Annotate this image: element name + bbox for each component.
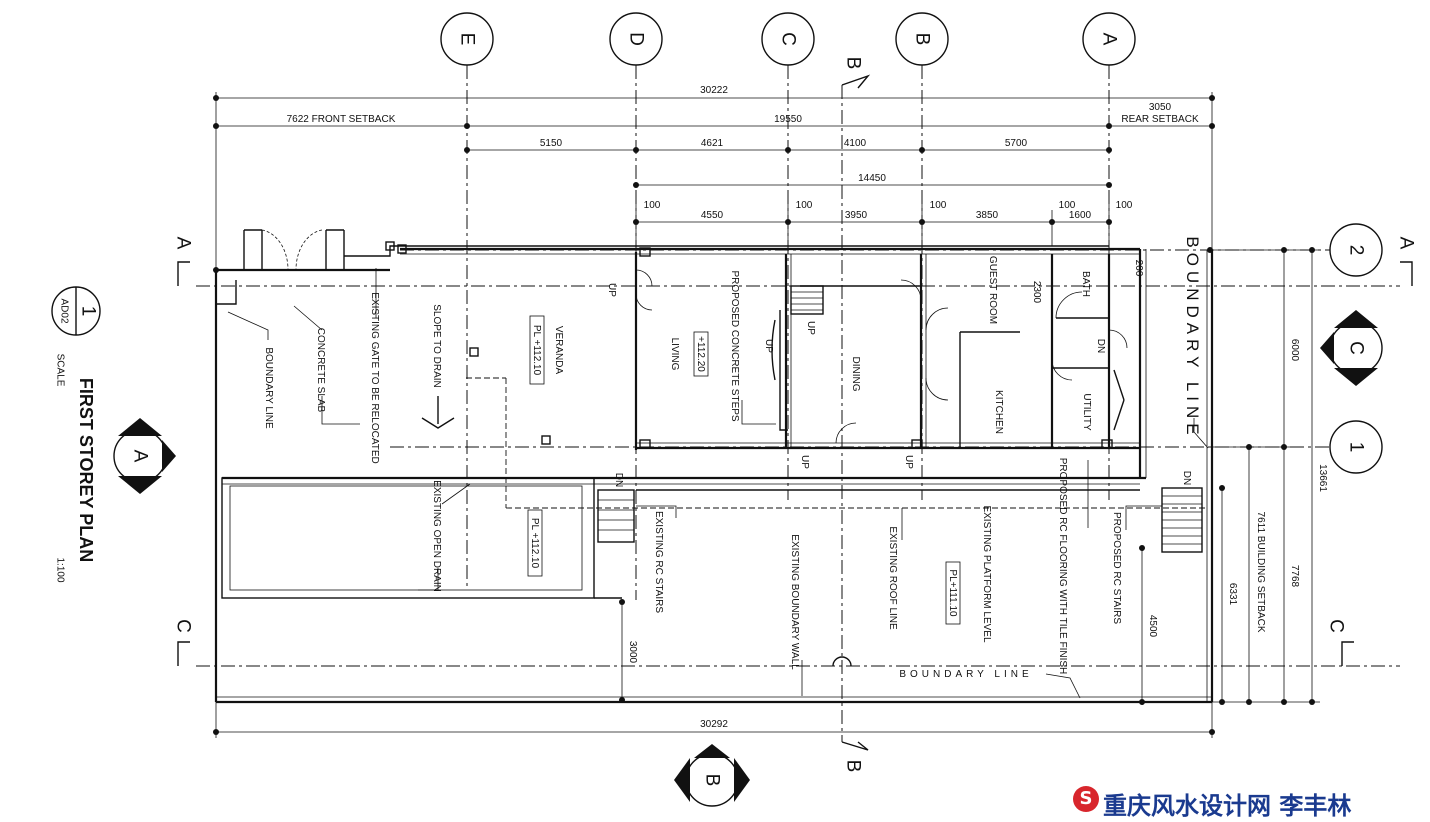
title-sheet: AD02 [59,298,70,323]
dim-2300: 2300 [1031,281,1042,304]
level-veranda: PL +112.10 [531,325,542,376]
grid-columns: E D C B A [440,12,1136,600]
watermark-logo-icon: S [1073,786,1099,812]
site-boundary [213,250,1214,704]
dim-13661: 13661 [1317,464,1328,492]
note-boundary-line-right: BOUNDARY LINE [1183,236,1202,439]
room-utility: UTILITY [1081,393,1092,431]
note-existing-gate: EXISTING GATE TO BE RELOCATED [369,292,380,464]
dim-30292: 30292 [700,719,728,730]
grid-label-2: 2 [1346,245,1367,256]
level-living: +112.20 [695,336,706,372]
note-dn-left: DN [613,473,624,487]
title-block: 1 AD02 FIRST STOREY PLAN SCALE 1:100 [51,286,101,583]
note-proposed-steps: PROPOSED CONCRETE STEPS [729,270,740,421]
note-platform-level: EXISTING PLATFORM LEVEL [981,505,992,643]
note-open-drain: EXISTING OPEN DRAIN [431,480,442,592]
dimensions-bottom: 30292 3000 [213,599,1215,738]
dim-19550: 19550 [774,114,802,125]
note-dn-bath: DN [1095,339,1106,353]
elevation-a: A [130,450,151,463]
note-boundary-wall: EXISTING BOUNDARY WALL [789,534,800,670]
grid-label-e: E [457,33,478,46]
level-platform: PL+111.10 [947,569,958,617]
dim-4500: 4500 [1147,615,1158,638]
section-c-right: C [1326,619,1347,633]
platform-area [221,247,1208,599]
level-open-area: PL +112.10 [529,518,540,569]
grid-label-1: 1 [1346,442,1367,453]
section-b-top: B [843,57,864,70]
dim-3000: 3000 [627,641,638,664]
dim-100-a: 100 [644,200,661,211]
grid-label-b: B [912,33,933,46]
room-dining: DINING [850,357,861,392]
dim-6000: 6000 [1289,339,1300,362]
section-b-bottom: B [843,760,864,773]
note-proposed-flooring: PROPOSED RC FLOORING WITH TILE FINISH [1057,458,1068,675]
dim-5150: 5150 [540,138,563,149]
grid-label-d: D [626,32,647,46]
dim-rear-setback: REAR SETBACK [1121,114,1199,125]
dim-100-c: 100 [930,200,947,211]
room-living: LIVING [669,338,680,371]
room-bath: BATH [1080,271,1091,297]
title-scale-label: SCALE [55,354,66,387]
note-slope: SLOPE TO DRAIN [431,304,442,388]
dim-1600: 1600 [1069,210,1092,221]
note-up-living: UP [763,339,774,353]
building-walls [400,247,1147,478]
note-concrete-slab: CONCRETE SLAB [315,328,326,413]
elevation-markers: A C B [113,310,1383,807]
note-boundary-line-bottom: BOUNDARY LINE [899,669,1032,680]
dim-5700: 5700 [1005,138,1028,149]
watermark-text: 重庆风水设计网 李丰林 [1103,792,1352,820]
section-a-right: A [1396,237,1417,250]
note-boundary-line: BOUNDARY LINE [263,347,274,429]
dim-7768: 7768 [1289,565,1300,588]
section-lines: A A C C B B [173,57,1417,773]
section-a-left: A [173,237,194,250]
grid-label-a: A [1099,33,1120,46]
dim-front-setback: 7622 FRONT SETBACK [287,114,396,125]
note-proposed-rc-stairs: PROPOSED RC STAIRS [1111,512,1122,624]
title-text: FIRST STOREY PLAN [76,378,96,562]
dim-4621: 4621 [701,138,724,149]
dim-3850: 3850 [976,210,999,221]
section-c-left: C [173,619,194,633]
note-dn-right: DN [1181,471,1192,485]
dim-100-d: 100 [1059,200,1076,211]
dim-30222: 30222 [700,85,728,96]
room-veranda: VERANDA [553,326,564,375]
dim-6331: 6331 [1227,583,1238,606]
room-labels: VERANDA PL +112.10 LIVING +112.20 DINING… [527,256,1092,625]
dim-4550: 4550 [701,210,724,221]
dim-100-b: 100 [796,200,813,211]
note-existing-rc-stairs: EXISTING RC STAIRS [653,511,664,613]
dim-building-setback: 7611 BUILDING SETBACK [1255,512,1266,633]
note-roof-line: EXISTING ROOF LINE [887,526,898,630]
note-up-stair: UP [805,321,816,335]
room-guest: GUEST ROOM [987,256,998,324]
note-up-veranda: UP [606,283,617,297]
note-up-kitchen: UP [903,455,914,469]
annotations: BOUNDARY LINE CONCRETE SLAB EXISTING GAT… [227,236,1209,699]
dim-200: 200 [1133,260,1144,277]
dim-3050: 3050 [1149,102,1172,113]
dim-3950: 3950 [845,210,868,221]
dimensions-right: 6000 13661 7768 7611 BUILDING SETBACK 63… [1031,247,1328,705]
grid-label-c: C [778,32,799,46]
title-number: 1 [78,306,99,317]
dim-4100: 4100 [844,138,867,149]
note-up-dining: UP [799,455,810,469]
elevation-b: B [702,774,723,787]
title-scale: 1:100 [55,557,66,582]
dim-14450: 14450 [858,173,886,184]
elevation-c: C [1346,341,1367,355]
dim-100-e: 100 [1116,200,1133,211]
room-kitchen: KITCHEN [993,390,1004,434]
